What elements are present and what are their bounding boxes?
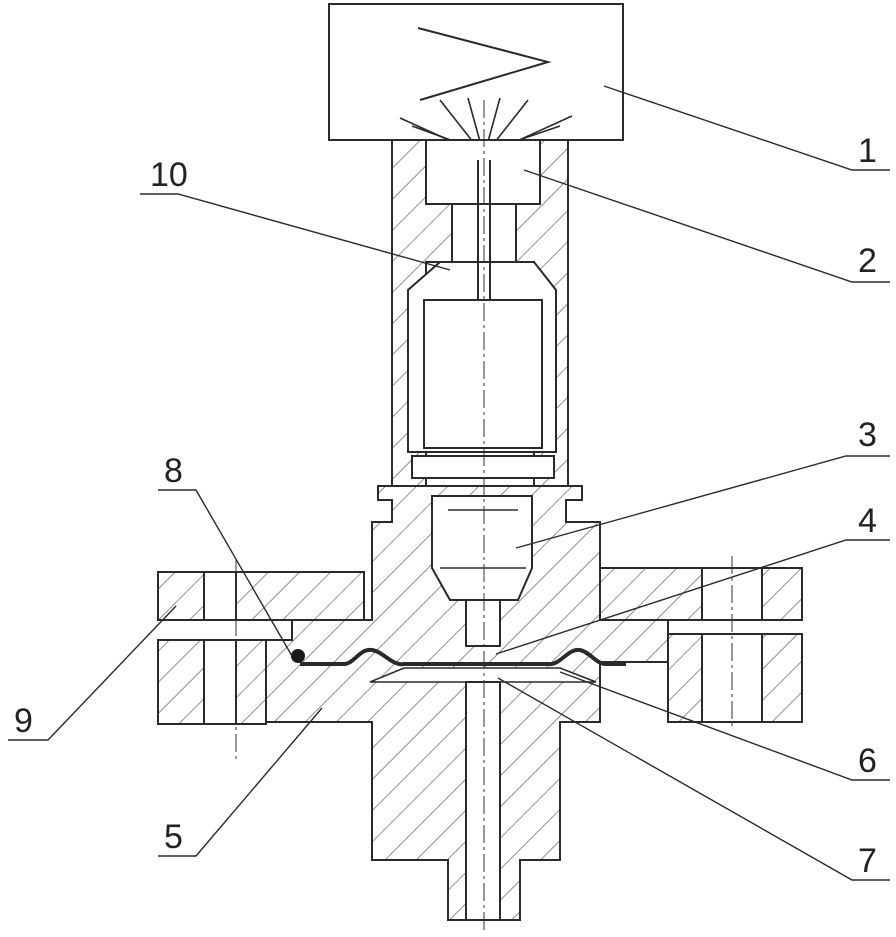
part-10-sensor-body	[407, 160, 557, 479]
label-2: 2	[858, 242, 877, 280]
label-5: 5	[164, 818, 183, 856]
part-1-electronics-box	[328, 3, 624, 141]
part-3-fitting	[431, 495, 533, 647]
label-7: 7	[858, 842, 877, 880]
label-8: 8	[164, 452, 183, 490]
center-lines	[235, 100, 733, 930]
label-1: 1	[858, 132, 877, 170]
part-7-channel	[465, 681, 501, 921]
label-10: 10	[150, 156, 188, 194]
part-9-flange-left	[157, 571, 365, 725]
label-3: 3	[858, 416, 877, 454]
label-4: 4	[858, 502, 877, 540]
part-2-connector	[425, 139, 541, 205]
part-8-seal-ring	[291, 649, 305, 663]
label-9: 9	[14, 702, 33, 740]
leader-lines	[8, 85, 890, 881]
part-6-diaphragm	[300, 647, 626, 683]
label-6: 6	[858, 742, 877, 780]
